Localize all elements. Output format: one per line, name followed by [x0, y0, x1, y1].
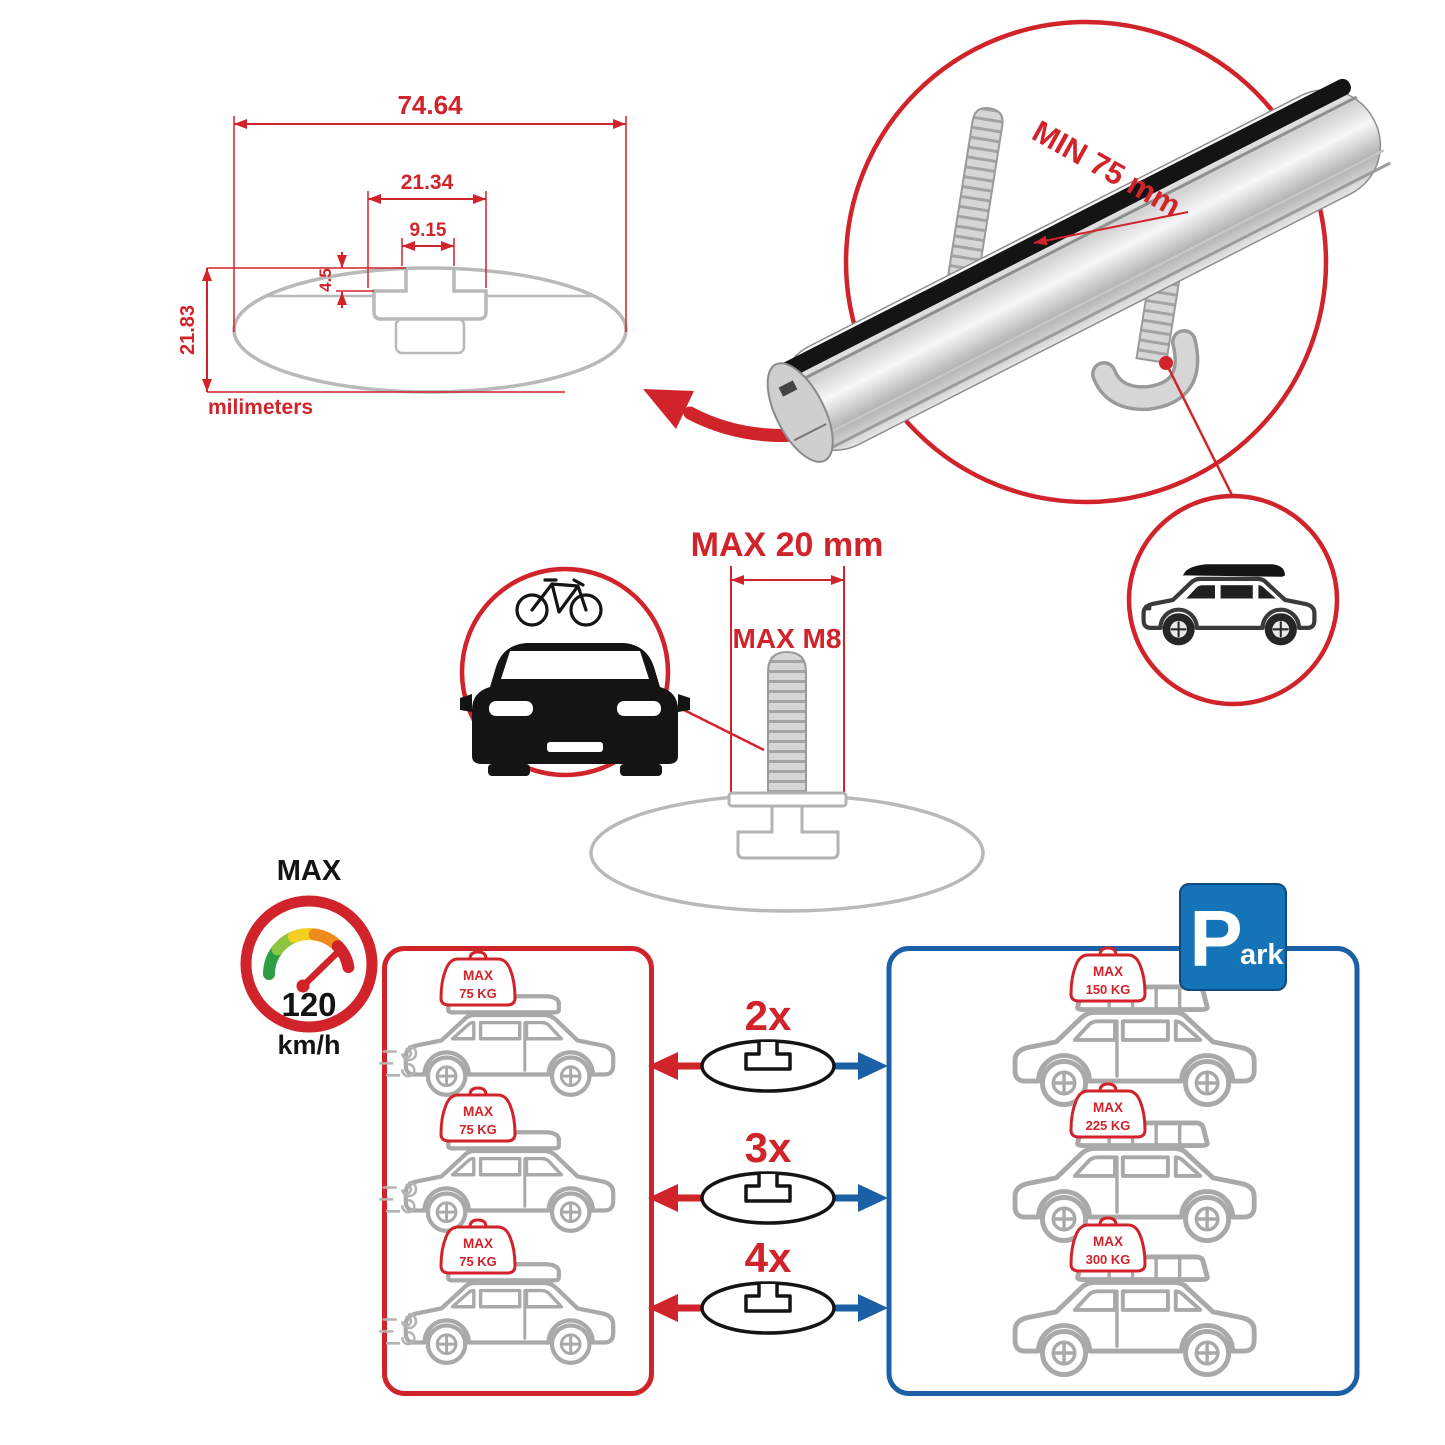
bicycle-icon [515, 578, 603, 627]
badge-max-label: MAX [463, 968, 493, 983]
bolt-detail-diagram: MAX 20 mm MAX M8 [589, 526, 985, 913]
bike-car-inset [459, 566, 765, 778]
multiplier-2x: 2x [745, 992, 792, 1039]
driving-panel-border [382, 946, 654, 1396]
bar-detail-inset: MIN 75 mm [766, 19, 1391, 505]
load-badge-park-3: MAX 300 KG [1069, 1216, 1147, 1273]
dim-channel-width-label: 21.34 [401, 171, 454, 194]
windshield [501, 651, 649, 679]
dimension-slot-depth: 4.5 [316, 252, 374, 308]
car-roofbox-inset [1126, 493, 1340, 707]
gauge-needle [299, 944, 346, 990]
dim-slot-depth-label: 4.5 [316, 268, 335, 292]
badge-kg-label: 225 KG [1086, 1118, 1131, 1133]
badge-kg-label: 300 KG [1086, 1252, 1131, 1267]
multiplier-4x: 4x [745, 1234, 792, 1281]
crossbar-cross-section-drawing: 74.64 21.34 9.15 4.5 21.83 [177, 90, 628, 419]
load-badge-drive-2: MAX 75 KG [439, 1086, 517, 1143]
badge-kg-label: 150 KG [1086, 982, 1131, 997]
load-badge-drive-1: MAX 75 KG [439, 950, 517, 1007]
dimension-channel-width: 21.34 [367, 171, 487, 288]
dim-total-width-label: 74.64 [397, 90, 463, 120]
badge-kg-label: 75 KG [459, 986, 497, 1001]
parked-panel: MAX 150 KG MAX 225 KG MAX 300 KG P ark [886, 883, 1360, 1396]
parking-sign-letter: P [1189, 894, 1242, 983]
badge-kg-label: 75 KG [459, 1122, 497, 1137]
badge-kg-label: 75 KG [459, 1254, 497, 1269]
multiplier-3x: 3x [745, 1124, 792, 1171]
load-badge-park-1: MAX 150 KG [1069, 946, 1147, 1003]
parking-sign: P ark [1179, 883, 1287, 991]
parked-car-2 [1015, 1123, 1254, 1241]
parked-car-1 [1015, 987, 1254, 1105]
crossbar-section-icon [700, 1039, 836, 1093]
speed-unit: km/h [277, 1030, 340, 1060]
max-depth-label: MAX 20 mm [691, 526, 884, 564]
driving-car-3 [379, 1264, 613, 1363]
dim-height-label: 21.83 [177, 305, 199, 355]
dimension-slot-width: 9.15 [401, 220, 455, 266]
t-nut [736, 804, 840, 860]
badge-max-label: MAX [463, 1104, 493, 1119]
dimension-total-width: 74.64 [233, 90, 627, 332]
dimension-height: 21.83 [177, 267, 565, 393]
black-roofbox [1182, 564, 1285, 577]
suv-with-roofbox [1141, 564, 1317, 646]
driving-car-2 [379, 1132, 613, 1231]
headlight-left [489, 701, 533, 716]
badge-max-label: MAX [1093, 1234, 1123, 1249]
max-thread-label: MAX M8 [733, 623, 842, 654]
speed-value: 120 [281, 986, 336, 1023]
badge-max-label: MAX [463, 1236, 493, 1251]
driving-panel: MAX 75 KG MAX 75 KG MAX 75 KG [379, 946, 654, 1396]
aluminum-crossbar [766, 78, 1391, 463]
load-badge-park-2: MAX 225 KG [1069, 1082, 1147, 1139]
parked-car-3 [1015, 1257, 1254, 1375]
parked-panel-border [886, 946, 1360, 1396]
crossbar-section-icon [700, 1281, 836, 1335]
connector-line [1164, 362, 1235, 498]
gauge-ring [240, 895, 378, 1033]
driving-car-1 [379, 996, 613, 1095]
adapter-plate [727, 791, 848, 808]
ubolt-rod-left [947, 107, 1004, 280]
profile-ellipse [232, 266, 628, 394]
crossbar-count-column: 2x 3x 4x [648, 992, 888, 1335]
badge-max-label: MAX [1093, 964, 1123, 979]
headlight-right [617, 701, 661, 716]
rubber-strip [769, 78, 1351, 384]
profile-t-slot [372, 269, 488, 321]
badge-max-label: MAX [1093, 1100, 1123, 1115]
license-plate [547, 742, 603, 752]
profile-bolt-cage [394, 317, 466, 355]
car-front-icon [460, 643, 690, 776]
units-label: milimeters [208, 396, 313, 419]
speed-limit-gauge: MAX 120 km/h [240, 855, 378, 1060]
load-badge-drive-3: MAX 75 KG [439, 1218, 517, 1275]
gauge-arc [263, 928, 355, 980]
dim-slot-width-label: 9.15 [410, 220, 447, 241]
threaded-stud [767, 650, 807, 801]
speed-max-label: MAX [277, 855, 342, 887]
crossbar-section-icon [700, 1171, 836, 1225]
parking-sign-suffix: ark [1240, 939, 1284, 971]
ubolt-bottom-loop [1091, 329, 1200, 412]
